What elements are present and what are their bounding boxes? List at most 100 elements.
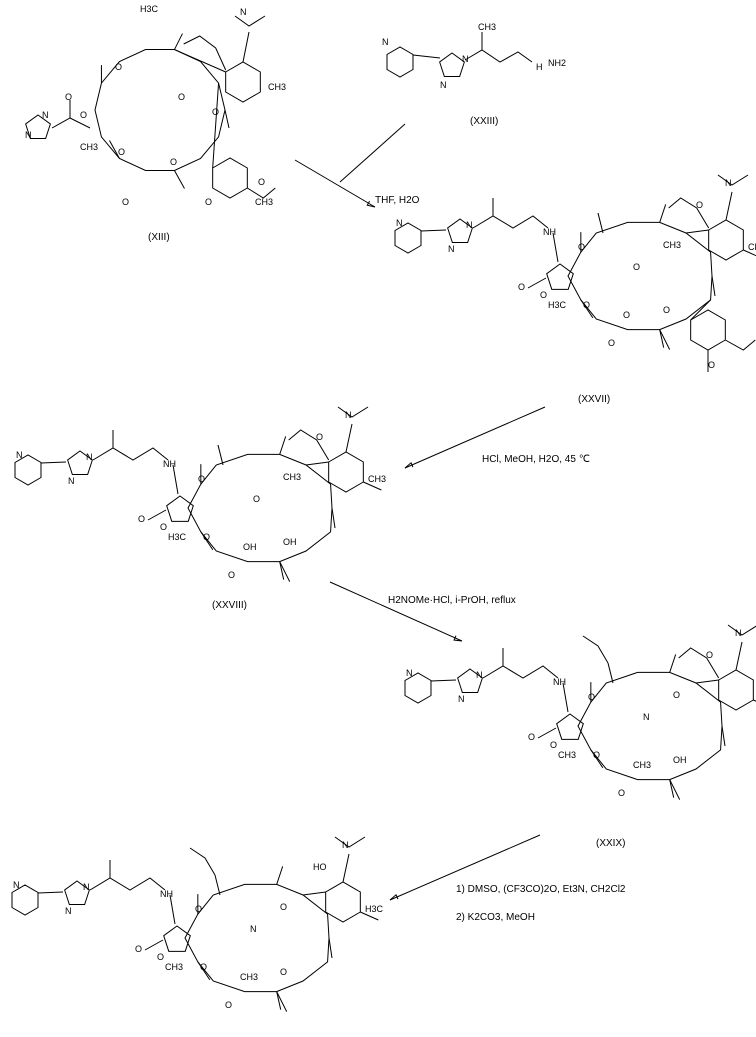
atom-label: O (588, 692, 595, 702)
atom-label: N (250, 924, 257, 934)
atom-label: N (86, 452, 93, 462)
atom-label: CH3 (368, 474, 386, 484)
atom-label: O (115, 62, 122, 72)
compound-label-xiii: (XIII) (148, 232, 170, 243)
atom-label: CH3 (240, 972, 258, 982)
ketone-bond (214, 874, 221, 896)
atom-label: N (16, 450, 23, 460)
atom-label: O (65, 92, 72, 102)
atom-label: N (382, 37, 389, 47)
imidazole-ring (447, 218, 473, 244)
atom-label: O (633, 262, 640, 272)
imidazole-ring (457, 668, 483, 694)
atom-label: O (160, 522, 167, 532)
ketone-bond (597, 212, 604, 234)
bond (172, 464, 179, 495)
atom-label: N (643, 712, 650, 722)
atom-label: OH (243, 542, 257, 552)
atom-label: O (528, 732, 535, 742)
atom-label: N (462, 54, 469, 64)
glycoside-bond (305, 461, 329, 466)
atom-label: O (178, 92, 185, 102)
glycoside-bond (685, 229, 709, 234)
reagent-step1: THF, H2O (375, 195, 420, 206)
atom-label: CH3 (663, 240, 681, 250)
atom-label: NH (163, 459, 176, 469)
bond (420, 229, 447, 232)
molecule-xxix: NNNNHOOOONONOOHCH3H3CCH3O (404, 624, 756, 800)
ketone-bond (607, 662, 614, 684)
atom-label: N (440, 80, 447, 90)
desosamine-ring (225, 61, 261, 103)
atom-label: N (396, 218, 403, 228)
atom-label: O (118, 147, 125, 157)
carbonyl-bond (527, 277, 547, 289)
methyl-bond (224, 109, 230, 129)
atom-label: H3C (548, 300, 567, 310)
lactone-carbonyl-bond (279, 561, 285, 580)
ketone-bond (217, 444, 224, 466)
atom-label: O (205, 197, 212, 207)
reagent-step4a: 1) DMSO, (CF3CO)2O, Et3N, CH2Cl2 (456, 884, 626, 895)
atom-label: O (608, 338, 615, 348)
atom-label: O (706, 650, 713, 660)
atom-label: O (550, 740, 557, 750)
methyl-bond (669, 654, 677, 673)
desosamine-ring (718, 669, 754, 711)
oxime-chain (582, 635, 609, 664)
atom-label: O (696, 200, 703, 210)
n-methyl-bonds (717, 174, 749, 186)
atom-label: O (170, 157, 177, 167)
oxazolidinone-ring (546, 263, 574, 290)
methyl-bond (659, 329, 671, 350)
atom-label: O (122, 197, 129, 207)
pyridine-ring (404, 672, 432, 704)
atom-label: O (518, 282, 525, 292)
dimethylamino-bond (342, 853, 350, 883)
atom-label: CH3 (255, 197, 273, 207)
atom-label: CH3 (283, 472, 301, 482)
atom-label: N (725, 178, 732, 188)
atom-label: O (623, 310, 630, 320)
atom-label: O (663, 305, 670, 315)
methyl-bond (360, 911, 379, 921)
atom-label: N (68, 476, 75, 486)
atom-label: H3C (140, 4, 159, 14)
atom-label: NH (160, 889, 173, 899)
atom-label: O (138, 514, 145, 524)
oxazolidinone-ring (166, 495, 194, 522)
arrow-step1 (294, 159, 376, 208)
bond (169, 894, 176, 925)
atom-label: O (198, 474, 205, 484)
atom-label: N (476, 670, 483, 680)
acetate-bonds (183, 35, 227, 71)
atom-label: O (578, 242, 585, 252)
oxazolidinone-ring (556, 713, 584, 740)
bond (37, 891, 64, 894)
methyl-bond (363, 481, 382, 491)
atom-label: O (583, 300, 590, 310)
reagent-addition-line (339, 123, 406, 183)
n-methyl-bonds (337, 406, 369, 418)
side-chain (92, 447, 169, 461)
lactone-carbonyl-bond (276, 991, 282, 1010)
atom-label: CH3 (558, 750, 576, 760)
side-chain (482, 665, 559, 679)
acetate-bonds (247, 187, 276, 199)
glycoside-bond (302, 891, 326, 896)
methyl-bond (669, 779, 681, 800)
arrow-step4 (389, 834, 541, 901)
atom-label: CH3 (748, 242, 756, 252)
atom-label: N (458, 694, 465, 704)
lactone-carbonyl-bond (659, 329, 665, 348)
atom-label: O (593, 750, 600, 760)
glycoside-bond (212, 83, 220, 169)
glycoside-bond (695, 679, 719, 684)
atom-label: O (225, 1000, 232, 1010)
ketone-bond (109, 140, 120, 159)
cladinose-ring (212, 157, 248, 199)
atom-label: O (203, 532, 210, 542)
side-chain (89, 877, 166, 891)
glycoside-bond (690, 299, 711, 321)
